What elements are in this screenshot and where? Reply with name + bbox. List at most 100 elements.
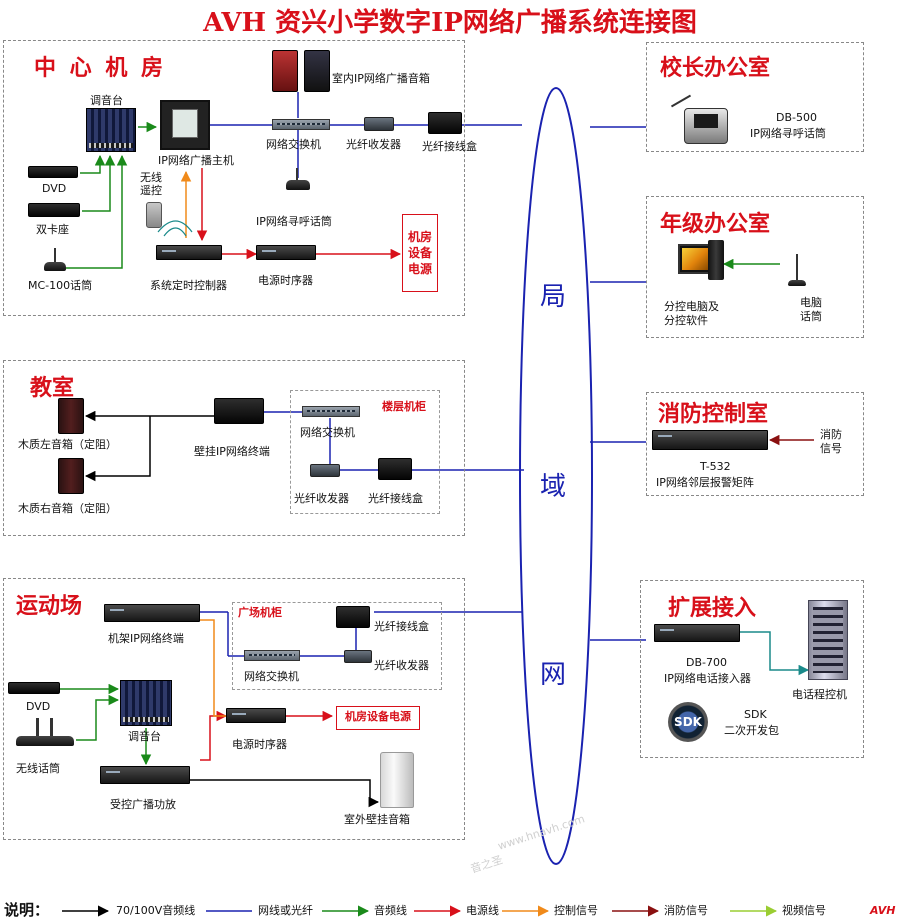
db500-model: DB-500 [776, 111, 817, 124]
square-cabinet-panel [232, 602, 442, 690]
dvd-device [28, 166, 78, 178]
legend-item-7: 视频信号 [782, 904, 826, 917]
floor-cabinet-panel [290, 390, 440, 514]
indoor-speaker-left [272, 50, 298, 92]
control-pc-label: 分控电脑及 分控软件 [664, 300, 719, 327]
sdk-desc: 二次开发包 [724, 724, 779, 737]
avh-logo: AVH [870, 904, 896, 917]
rack-terminal-device [104, 604, 200, 622]
t532-matrix-device [652, 430, 768, 450]
center-transceiver-device [364, 117, 394, 131]
principal-office-panel [646, 42, 864, 152]
outdoor-speaker-label: 室外壁挂音箱 [344, 813, 410, 826]
grade-office-title: 年级办公室 [660, 212, 771, 237]
center-room-title: 中 心 机 房 [34, 56, 166, 81]
playground-power-box: 机房设备电源 [336, 706, 420, 730]
broadcast-host-label: IP网络广播主机 [158, 154, 234, 167]
wireless-mic-device [16, 736, 74, 746]
square-switch-label: 网络交换机 [244, 670, 299, 683]
expansion-title: 扩展接入 [668, 596, 757, 621]
center-fiberbox-device [428, 112, 462, 134]
playground-dvd-device [8, 682, 60, 694]
center-transceiver-label: 光纤收发器 [346, 138, 401, 151]
playground-mixer-device [120, 680, 172, 726]
floor-cabinet-title: 楼层机柜 [382, 400, 426, 413]
legend-item-4: 电源线 [466, 904, 499, 917]
rack-terminal-label: 机架IP网络终端 [108, 632, 184, 645]
pbx-label: 电话程控机 [792, 688, 847, 701]
lan-char-1: 局 [540, 282, 567, 312]
broadcast-host-device [160, 100, 210, 150]
center-fiberbox-label: 光纤接线盒 [422, 140, 477, 153]
grade-office-panel [646, 196, 864, 338]
outdoor-speaker-device [380, 752, 414, 808]
legend-item-6: 消防信号 [664, 904, 708, 917]
legend-item-1: 70/100V音频线 [116, 904, 196, 917]
square-fiberbox-device [336, 606, 370, 628]
playground-panel [3, 578, 465, 840]
mixer-device [86, 108, 136, 152]
square-transceiver-label: 光纤收发器 [374, 659, 429, 672]
t532-model: T-532 [700, 460, 731, 473]
pbx-device [808, 600, 848, 680]
cassette-deck-label: 双卡座 [36, 223, 69, 236]
center-sequencer-device [256, 245, 316, 260]
square-cabinet-title: 广场机柜 [238, 606, 282, 619]
wireless-mic-label: 无线话筒 [16, 762, 60, 775]
right-wood-speaker-label: 木质右音箱（定阻） [18, 502, 117, 515]
classroom-title: 教室 [30, 376, 75, 401]
playground-mixer-label: 调音台 [128, 730, 161, 743]
control-pc-monitor [678, 244, 712, 274]
dvd-label: DVD [42, 182, 67, 195]
db700-device [654, 624, 740, 642]
wireless-remote-device [146, 202, 162, 228]
db700-model: DB-700 [686, 656, 727, 669]
floor-transceiver-device [310, 464, 340, 477]
classroom-panel [3, 360, 465, 536]
sdk-model: SDK [744, 708, 767, 721]
wall-terminal-label: 壁挂IP网络终端 [194, 445, 270, 458]
lan-char-3: 网 [540, 660, 567, 690]
mc100-mic-label: MC-100话筒 [28, 279, 93, 292]
center-power-box: 机房 设备 电源 [402, 214, 438, 292]
lan-char-2: 域 [540, 472, 567, 502]
playground-sequencer-label: 电源时序器 [232, 738, 287, 751]
center-sequencer-label: 电源时序器 [258, 274, 313, 287]
legend-item-2: 网线或光纤 [258, 904, 313, 917]
controlled-amp-device [100, 766, 190, 784]
center-switch-label: 网络交换机 [266, 138, 321, 151]
legend-item-5: 控制信号 [554, 904, 598, 917]
legend-prefix: 说明： [4, 901, 50, 919]
sdk-logo: SDK [668, 702, 708, 742]
controlled-amp-label: 受控广播功放 [110, 798, 176, 811]
cassette-deck-device [28, 203, 80, 217]
square-transceiver-device [344, 650, 372, 663]
mixer-label: 调音台 [90, 94, 123, 107]
db500-desc: IP网络寻呼话筒 [750, 127, 826, 140]
page-title: AVH 资兴小学数字IP网络广播系统连接图 [203, 8, 697, 38]
floor-fiberbox-device [378, 458, 412, 480]
mc100-mic-device [44, 262, 66, 271]
timer-controller-label: 系统定时控制器 [150, 279, 227, 292]
fire-room-panel [646, 392, 864, 496]
paging-mic-device [286, 180, 310, 190]
floor-switch-device [302, 406, 360, 417]
floor-switch-label: 网络交换机 [300, 426, 355, 439]
principal-office-title: 校长办公室 [660, 56, 771, 81]
floor-transceiver-label: 光纤收发器 [294, 492, 349, 505]
center-switch-device [272, 119, 330, 130]
playground-sequencer-device [226, 708, 286, 723]
square-switch-device [244, 650, 300, 661]
floor-fiberbox-label: 光纤接线盒 [368, 492, 423, 505]
indoor-speaker-right [304, 50, 330, 92]
playground-title: 运动场 [16, 594, 83, 619]
timer-controller-device [156, 245, 222, 260]
playground-dvd-label: DVD [26, 700, 51, 713]
fire-room-title: 消防控制室 [658, 402, 769, 427]
paging-mic-label: IP网络寻呼话筒 [256, 215, 332, 228]
expansion-panel [640, 580, 864, 758]
wall-terminal-device [214, 398, 264, 424]
pc-mic-label: 电脑 话筒 [800, 296, 822, 323]
t532-desc: IP网络邻层报警矩阵 [656, 476, 754, 489]
